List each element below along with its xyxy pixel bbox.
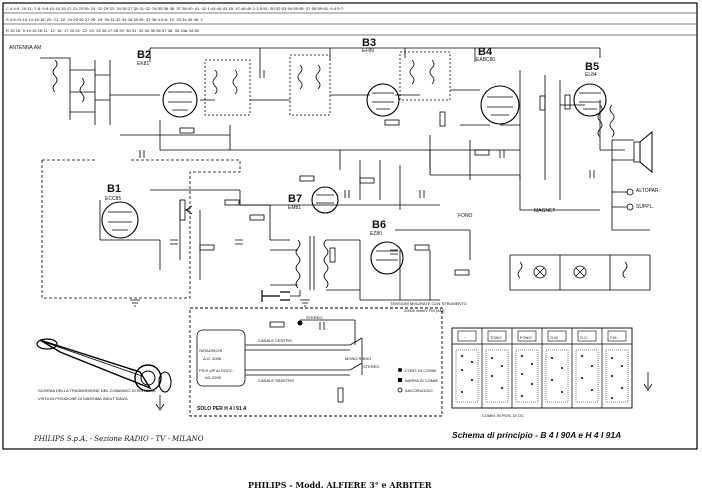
switch-header-5: F.M. [610, 335, 618, 340]
tube-b7: B7 EM81 [288, 186, 339, 214]
comm-position-note: COMM. IN POS. DI OC [482, 413, 524, 418]
tube-b4-type: EABC80 [476, 57, 495, 63]
pickup-label-2: AG 2005 [205, 375, 222, 380]
tube-b6-type: EZ80 [370, 231, 382, 237]
scale-row-s: S 3·8·13·10·14·15·18· 20· 21· 22· 24·25·… [6, 17, 204, 22]
legend-comm-label: CONT. DI COMM. [405, 368, 437, 373]
bottom-title: PHILIPS - Modd. ALFIERE 3° e ARBITER [248, 480, 432, 490]
altopar-label: ALTOPAR. [636, 188, 660, 194]
giradischi-label: GIRADISCHI [199, 348, 222, 353]
tensioni-label-2: 20000 ohm/V FM (AM) [404, 308, 445, 313]
schema-title: Schema di principio - B 4 I 90A e H 4 I … [452, 430, 621, 440]
switch-legend: CONT. DI COMM. BARRA DI COMM. ANCORAGGIO [397, 368, 439, 393]
canale-sinistro-label: CANALE SINISTRO [258, 378, 294, 383]
fono-label: FONO [458, 213, 473, 219]
suppl-label: SUPPL. [636, 204, 654, 210]
canale-centro-label: CANALE CENTRO [258, 338, 292, 343]
tube-b3: B3 EF89 [362, 37, 400, 117]
tube-b7-label: B7 [288, 193, 302, 205]
tube-b6-label: B6 [372, 219, 386, 231]
brand-footer: PHILIPS S.p.A. - Sezione RADIO - TV - MI… [33, 435, 204, 443]
stereo-switch-label: STEREO [363, 364, 379, 369]
tube-b7-type: EM81 [288, 205, 301, 211]
legend-barra-label: BARRA DI COMM. [405, 378, 439, 383]
switch-header-0: ~ [464, 335, 467, 340]
tube-b1-type: ECC85 [105, 196, 121, 202]
switch-table: ~ TONO FONO O.M. O.C. F.M. [451, 327, 653, 409]
magnet-label: MAGNET [534, 208, 555, 214]
stereo-inset: STEREO CANALE CENTRO CANALE SINISTRO GIR… [189, 307, 443, 417]
tensioni-label-1: TENSIONI MISURATE CON STRUMENTO [390, 301, 467, 306]
tube-b3-label: B3 [362, 37, 376, 49]
tube-b5: B5 EL84 [573, 61, 607, 117]
tube-b1-label: B1 [107, 183, 121, 195]
legend-ancoraggio-label: ANCORAGGIO [405, 388, 433, 393]
stereo-label: STEREO [306, 315, 322, 320]
switch-header-2: FONO [520, 335, 532, 340]
pickup-label-1: PICK-UP AI SOCC. [199, 368, 234, 373]
tube-b1: B1 ECC85 [101, 183, 139, 239]
switch-header-3: O.M. [550, 335, 559, 340]
tube-b2: B2 EK81 [137, 49, 198, 118]
mono-radio-label: MONO RADIO [345, 356, 371, 361]
tube-b5-type: EL84 [585, 72, 597, 78]
tube-b6: B6 EZ80 [370, 219, 404, 275]
solo-per-label: SOLO PER H 4 I 91 A [197, 406, 247, 412]
switch-header-1: TONO [490, 335, 501, 340]
tube-b5-label: B5 [585, 61, 599, 73]
drawing-border [2, 2, 698, 450]
switch-header-4: O.C. [580, 335, 588, 340]
dial-cord-drawing [36, 338, 172, 411]
antenna-label: ANTENNA AM [9, 45, 41, 51]
tube-b4-label: B4 [478, 46, 493, 58]
tube-b2-type: EK81 [137, 61, 149, 67]
dial-note-1: SCHEMA DELLA TRASMISSIONE DEL COMANDO DI… [38, 388, 156, 393]
dial-note-2: VISTA IN POSIZIONE DI MASSIMA INDUTTANZA [38, 396, 128, 401]
reference-strip: C 4·4·5· 10·11· 7·8· 9·8·10·14·15·17·21·… [3, 6, 697, 36]
tube-b4: B4 EABC80 [476, 46, 520, 125]
ag-2005-label: A.G. 2005 [203, 356, 222, 361]
tube-b3-type: EF89 [362, 48, 374, 54]
tube-b2-label: B2 [137, 49, 151, 61]
main-circuit [40, 47, 653, 307]
scale-row-c: C 4·4·5· 10·11· 7·8· 9·8·10·14·15·17·21·… [6, 6, 345, 11]
scale-row-r: R 15·16· 9·14·15·16·11· 12· 18· 17·20·21… [6, 28, 200, 33]
